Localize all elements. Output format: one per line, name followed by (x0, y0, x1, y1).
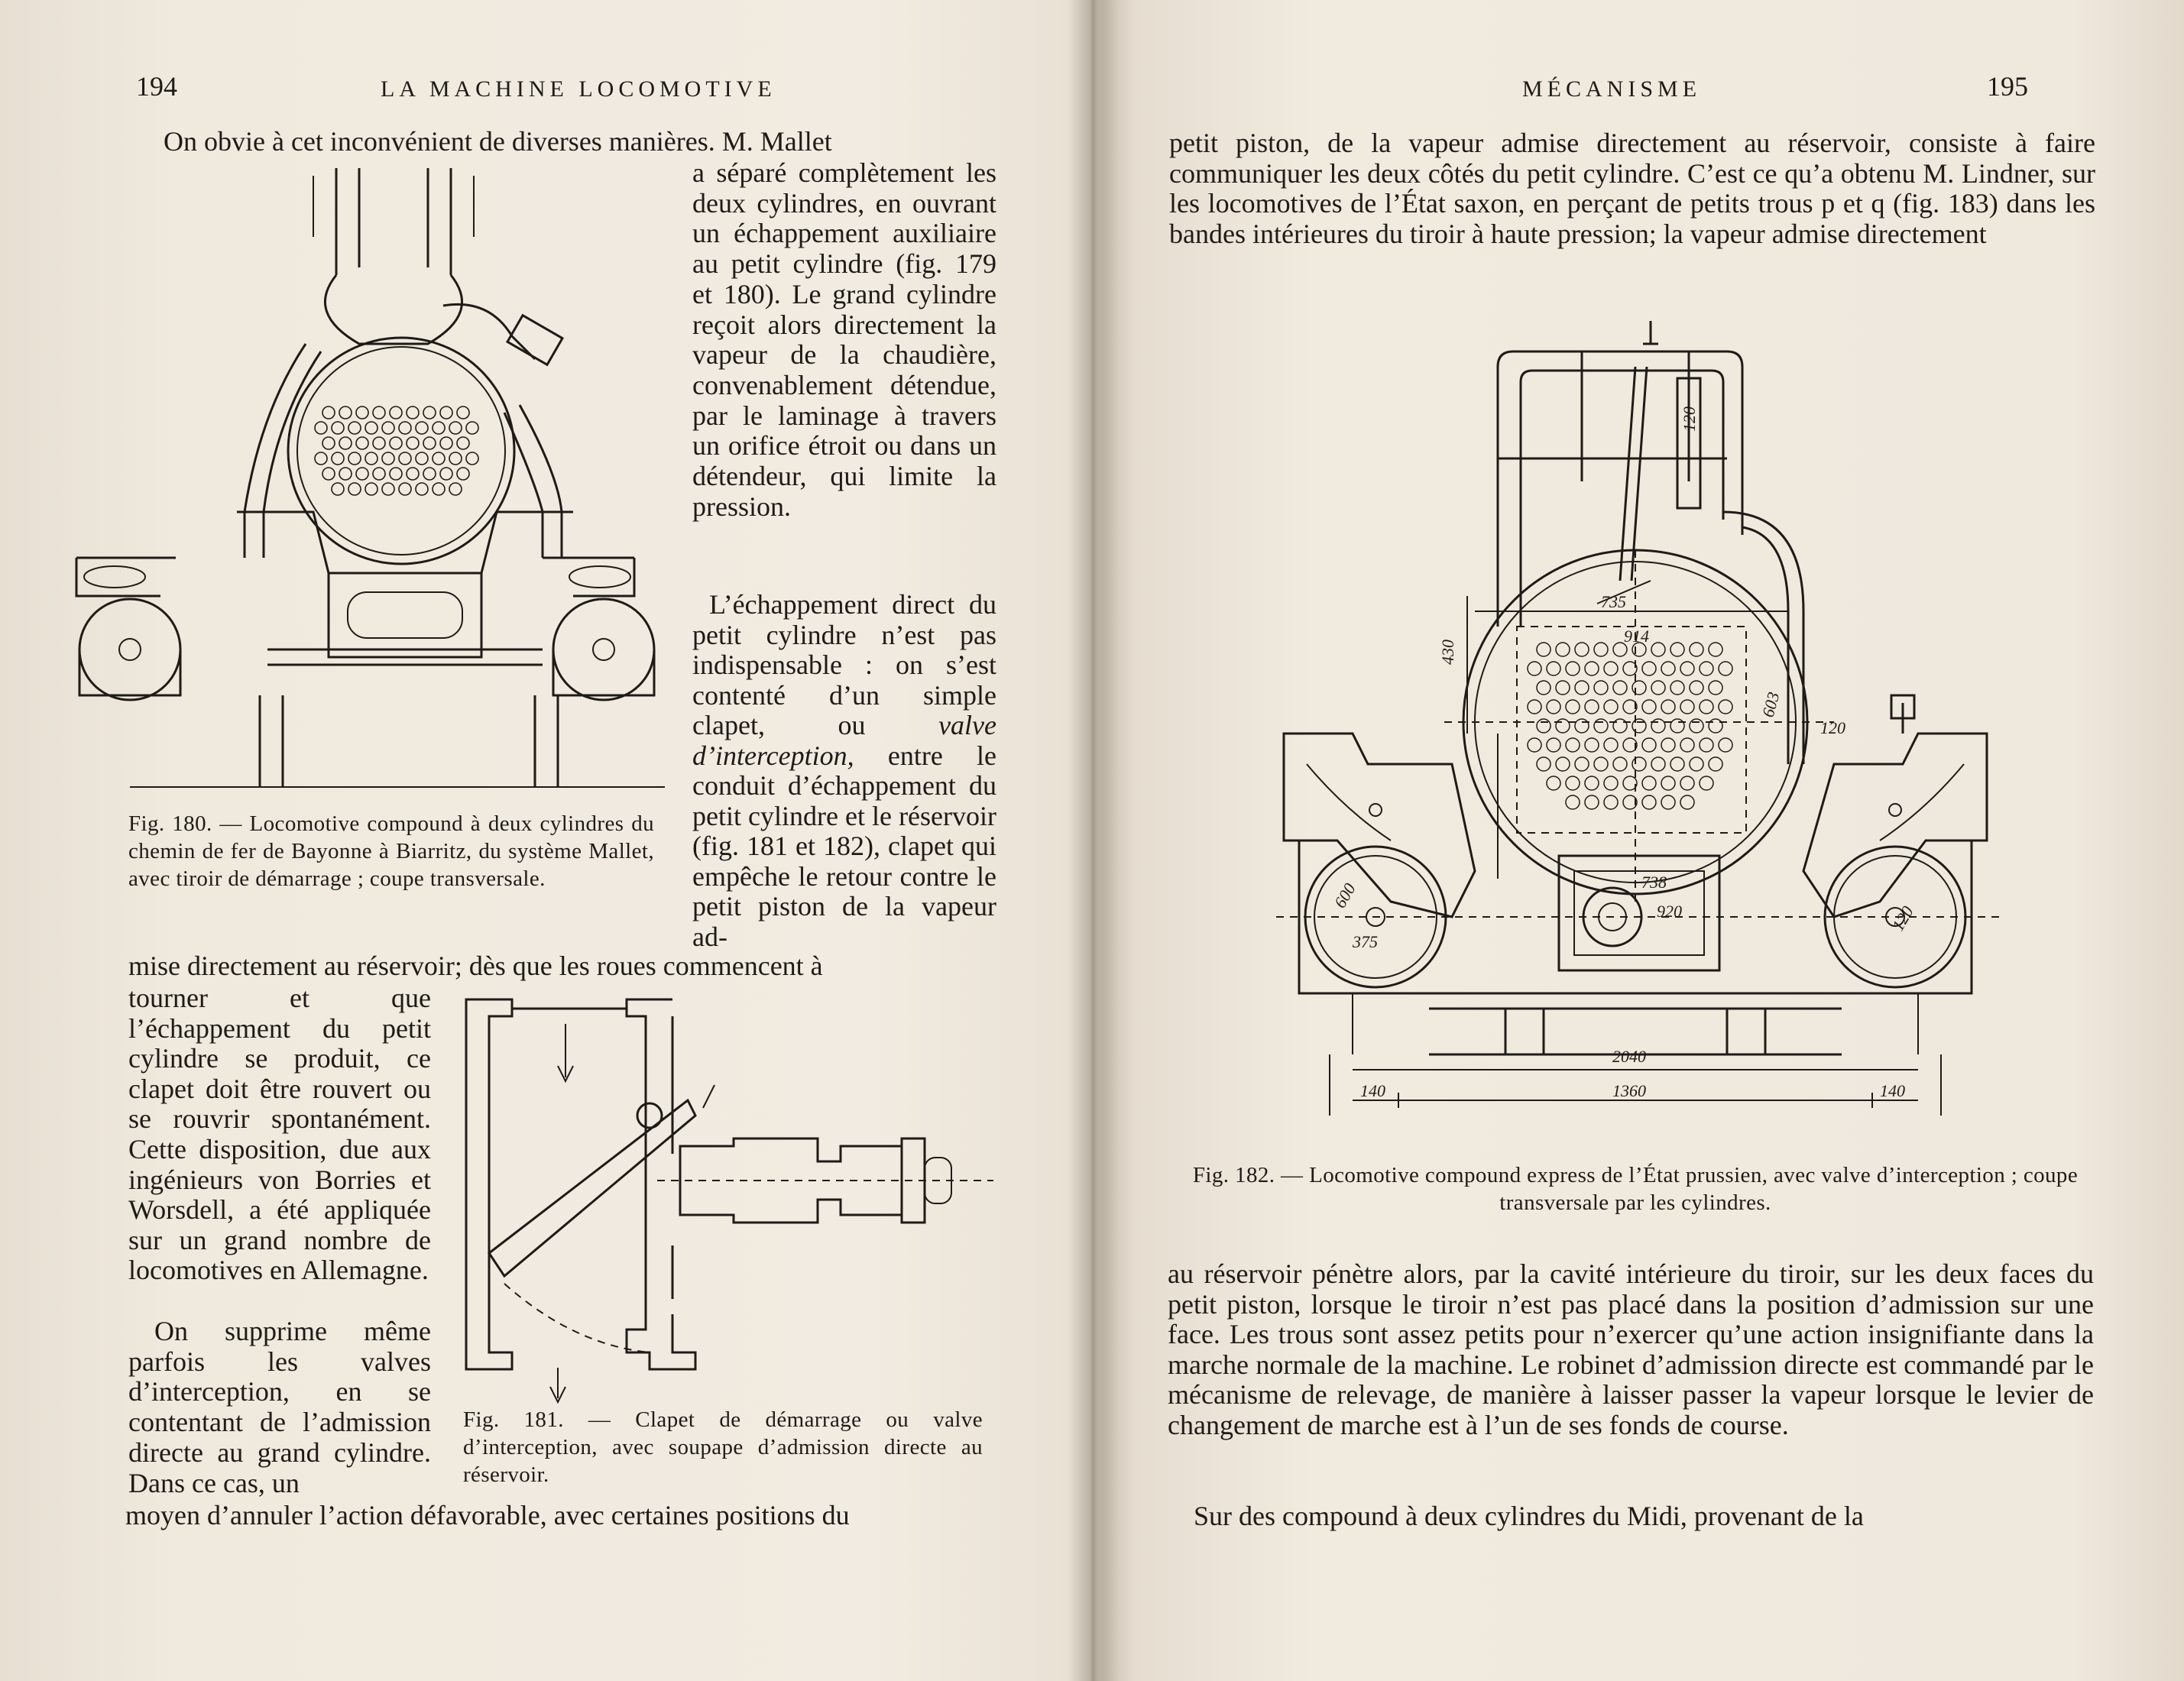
figure-180-caption: Fig. 180. — Locomotive compound à deux c… (128, 811, 654, 891)
paragraph-2-narrow: tourner et que l’échappement du petit cy… (128, 983, 431, 1286)
dim-600: 600 (1330, 879, 1359, 911)
figure-181-caption: Fig. 181. — Clapet de démarrage ou valve… (463, 1407, 983, 1487)
boiler-tubes (314, 406, 479, 496)
right-paragraph-2: au réservoir pénètre alors, par la cavit… (1168, 1258, 2094, 1440)
dim-140-right: 140 (1880, 1081, 1905, 1100)
right-paragraph-3: Sur des compound à deux cylindres du Mid… (1194, 1501, 1864, 1531)
book-gutter (1066, 0, 1120, 1681)
running-head-right: MÉCANISME (1522, 76, 1702, 102)
left-page: 194 LA MACHINE LOCOMOTIVE On obvie à cet… (0, 0, 1077, 1681)
dim-430: 430 (1438, 640, 1457, 665)
paragraph-2: L’échappement direct du petit cylindre n… (692, 589, 996, 952)
dim-120-top: 120 (1680, 406, 1699, 432)
paragraph-1-continued: a séparé complètement les deux cylindres… (692, 157, 996, 522)
figure-181-drawing (465, 998, 993, 1404)
right-page: MÉCANISME 195 petit piston, de la vapeur… (1100, 0, 2184, 1681)
paragraph-2-full-line: mise directement au réservoir; dès que l… (128, 951, 823, 981)
right-paragraph-1: petit piston, de la vapeur admise direct… (1169, 128, 2095, 249)
dim-914: 914 (1624, 627, 1649, 646)
page-number-left: 194 (136, 71, 177, 102)
dim-140-left: 140 (1360, 1081, 1385, 1100)
paragraph-2-rest: entre le conduit d’échappement du petit … (692, 740, 996, 952)
figure-180-drawing (75, 168, 665, 788)
dim-603: 603 (1758, 690, 1784, 719)
dim-735: 735 (1601, 592, 1626, 611)
figure-182-caption: Fig. 182. — Locomotive compound express … (1192, 1163, 2079, 1215)
page-number-right: 195 (1987, 71, 2028, 102)
fig182-boiler-tubes (1527, 642, 1733, 810)
paragraph-1-intro: On obvie à cet inconvénient de diverses … (164, 126, 832, 157)
paragraph-3-last-line: moyen d’annuler l’action défavorable, av… (125, 1500, 850, 1530)
dim-375: 375 (1352, 932, 1378, 951)
dim-920: 920 (1657, 902, 1682, 921)
dim-2040: 2040 (1612, 1047, 1646, 1066)
figure-182-drawing: 735 914 430 120 600 375 738 920 120 2040… (1276, 321, 2002, 1116)
running-head-left: LA MACHINE LOCOMOTIVE (381, 76, 776, 102)
paragraph-2-italic-term: valve d’interception, (692, 710, 996, 771)
paragraph-3-narrow: On supprime même parfois les valves d’in… (128, 1316, 431, 1498)
dim-738: 738 (1641, 873, 1667, 892)
paragraph-2-text: L’échappement direct du petit cylindre n… (692, 589, 996, 740)
dim-120-side: 120 (1820, 718, 1845, 737)
dim-1360: 1360 (1612, 1081, 1646, 1100)
